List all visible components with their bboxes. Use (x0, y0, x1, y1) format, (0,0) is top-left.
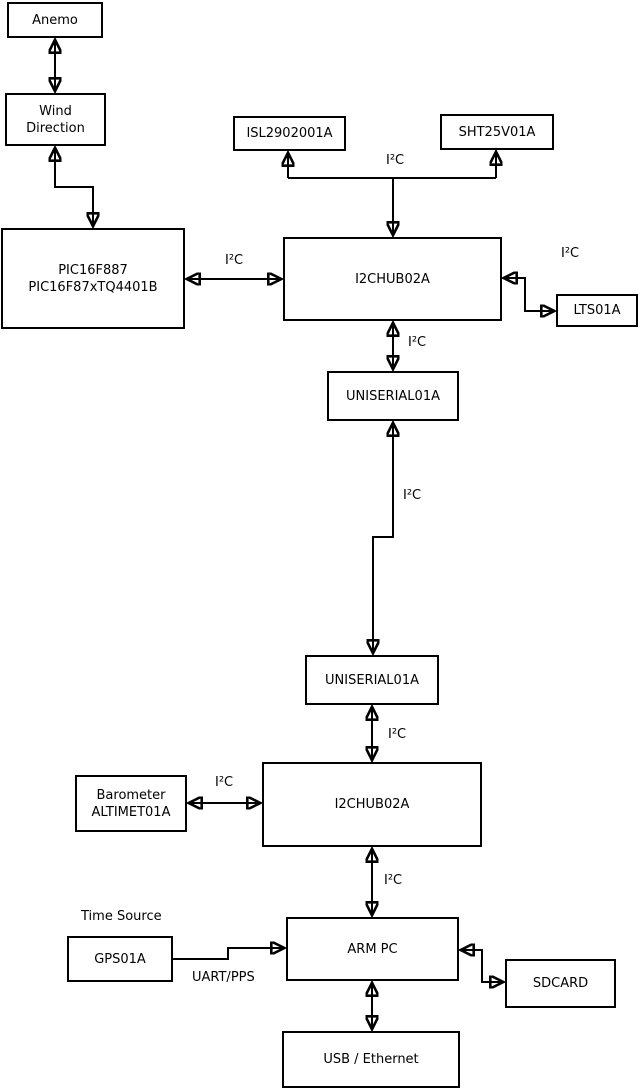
connector-gps-armpc (173, 948, 283, 960)
connector-winddirection-pic (55, 149, 93, 225)
node-usb-ethernet-label: USB / Ethernet (323, 1052, 419, 1067)
edge-label-i2c-hub2-armpc: I²C (384, 873, 403, 888)
node-i2chub02a-2-label: I2CHUB02A (334, 797, 410, 812)
node-gps01a: GPS01A (67, 936, 173, 982)
edge-label-i2c-hub1-lts: I²C (561, 246, 580, 261)
node-sht25v01a: SHT25V01A (440, 114, 554, 150)
node-barometer: Barometer ALTIMET01A (75, 775, 187, 832)
node-isl2902001a-label: ISL2902001A (246, 126, 333, 141)
node-sht25v01a-label: SHT25V01A (458, 124, 536, 140)
node-uniserial01a-1-label: UNISERIAL01A (346, 388, 440, 404)
node-isl2902001a: ISL2902001A (233, 116, 346, 151)
edge-label-i2c-sensorbus: I²C (386, 153, 405, 168)
node-anemo: Anemo (7, 2, 103, 38)
node-lts01a-label: LTS01A (573, 303, 621, 318)
node-i2chub02a-1: I2CHUB02A (283, 237, 502, 321)
node-i2chub02a-1-label: I2CHUB02A (355, 271, 430, 287)
edge-label-uart-pps: UART/PPS (192, 970, 255, 985)
node-sdcard: SDCARD (505, 959, 616, 1008)
node-wind-direction: Wind Direction (5, 93, 106, 146)
node-pic16f887: PIC16F887 PIC16F87xTQ4401B (1, 228, 185, 329)
node-arm-pc: ARM PC (286, 917, 459, 981)
node-anemo-label: Anemo (32, 12, 78, 28)
edge-label-i2c-hub1-uni1: I²C (408, 335, 427, 350)
node-usb-ethernet: USB / Ethernet (282, 1031, 460, 1088)
node-uniserial01a-2: UNISERIAL01A (305, 655, 439, 705)
node-arm-pc-label: ARM PC (347, 941, 398, 957)
edge-label-i2c-uni2-hub2: I²C (388, 727, 407, 742)
node-barometer-label: Barometer ALTIMET01A (91, 787, 171, 820)
annotation-time-source: Time Source (81, 909, 162, 924)
connector-uniserial1-uniserial2 (373, 424, 393, 652)
node-gps01a-label: GPS01A (94, 951, 146, 967)
node-uniserial01a-1: UNISERIAL01A (327, 371, 459, 421)
node-wind-direction-label: Wind Direction (26, 103, 85, 136)
node-lts01a: LTS01A (556, 294, 638, 327)
node-i2chub02a-2: I2CHUB02A (262, 762, 482, 847)
connector-armpc-sdcard (462, 950, 502, 982)
node-uniserial01a-2-label: UNISERIAL01A (325, 672, 419, 688)
edge-label-i2c-uni1-uni2: I²C (403, 488, 422, 503)
node-pic16f887-label: PIC16F887 PIC16F87xTQ4401B (28, 262, 158, 295)
edge-label-i2c-baro-hub2: I²C (215, 775, 234, 790)
connector-hub1-lts (505, 278, 553, 311)
node-sdcard-label: SDCARD (532, 976, 589, 991)
edge-label-i2c-pic-hub1: I²C (225, 253, 244, 268)
